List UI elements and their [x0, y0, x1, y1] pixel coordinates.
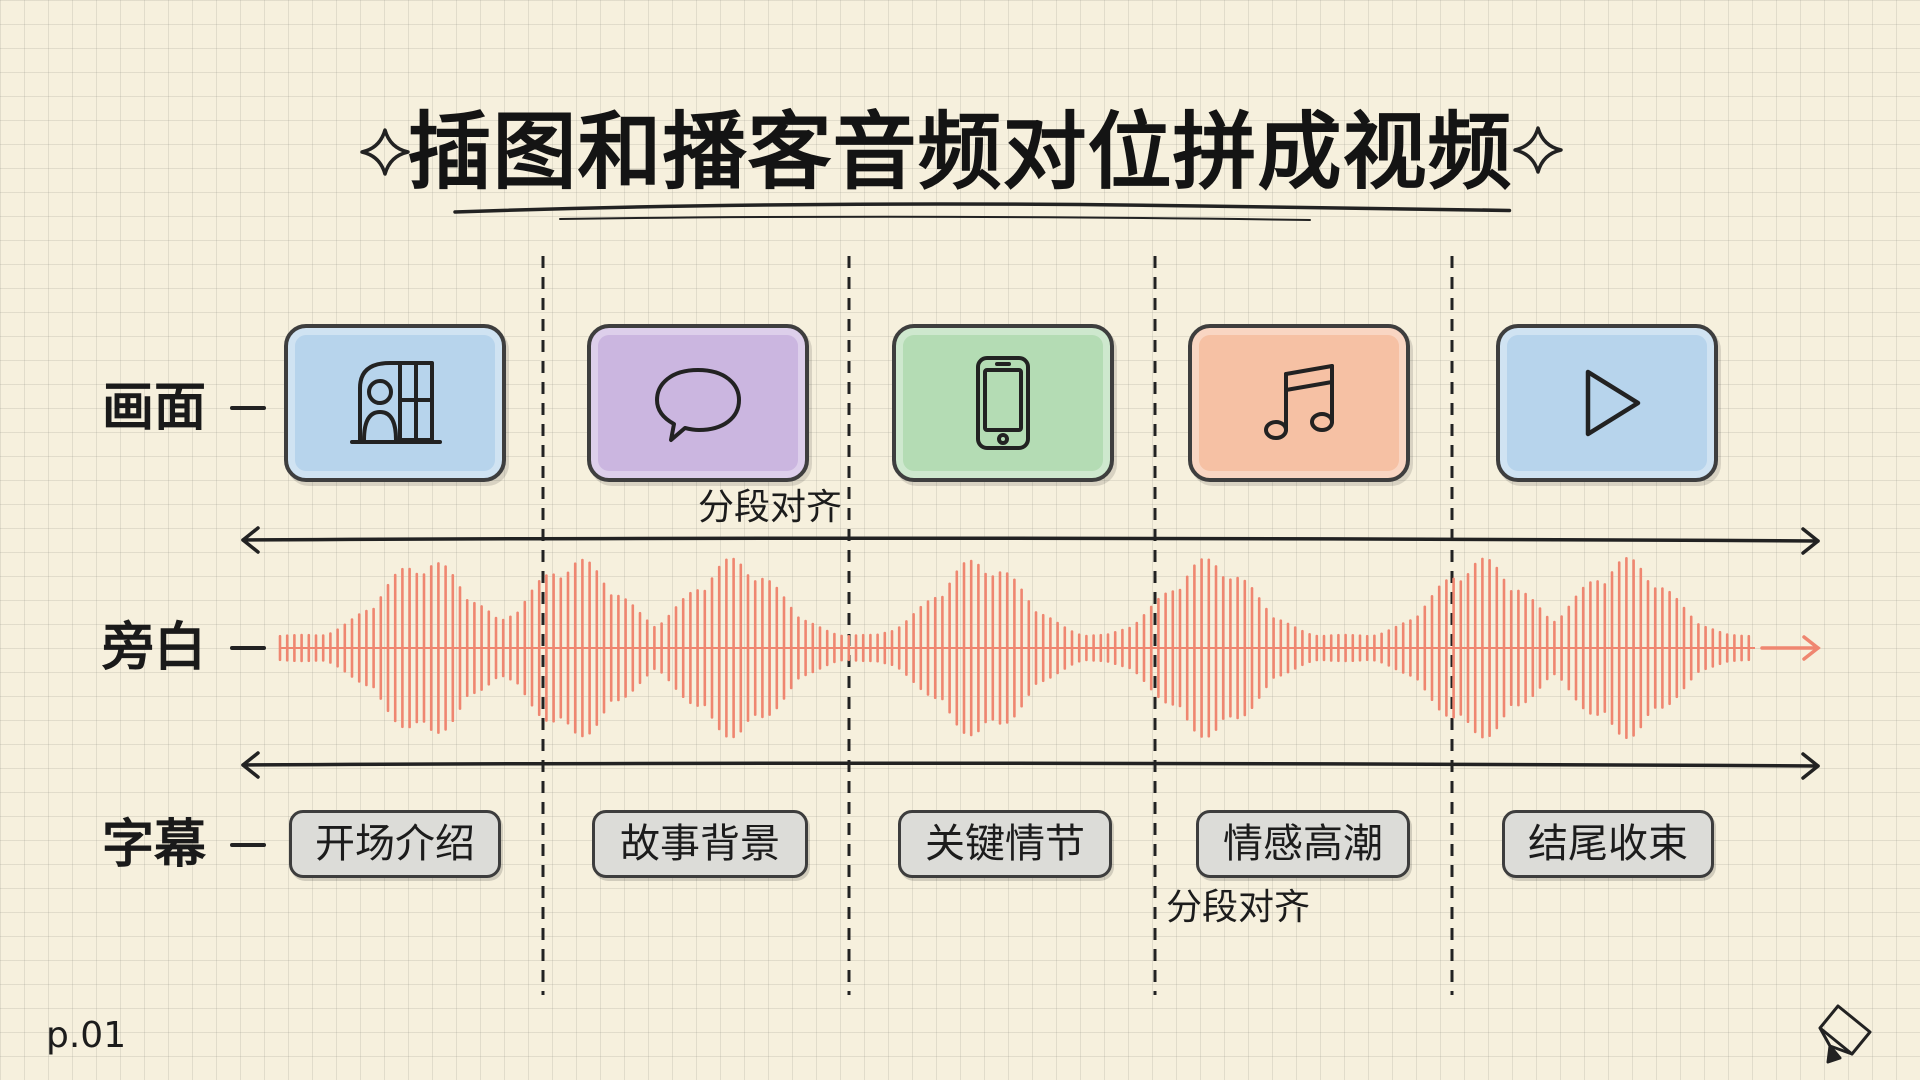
subtitle-chip-1: 开场介绍: [289, 810, 501, 878]
segment-dividers: [541, 256, 1454, 995]
row-label-visuals: 画面: [102, 378, 207, 438]
visual-tile-2: [587, 324, 809, 482]
sparkle-left-icon: [360, 128, 410, 176]
portrait-window-icon: [350, 361, 442, 444]
visual-tile-3: [892, 324, 1114, 482]
subtitle-chip-3: 关键情节: [898, 810, 1112, 878]
page-number: p.01: [46, 1015, 127, 1056]
visual-tile-1: [284, 324, 506, 482]
title-underline: [453, 202, 1512, 214]
speech-bubble-icon: [655, 368, 741, 442]
subtitle-chip-4: 情感高潮: [1196, 810, 1410, 878]
waveform-arrow-icon: [1760, 635, 1821, 661]
music-note-icon: [1264, 364, 1334, 440]
sparkle-right-icon: [1513, 126, 1563, 174]
title-underline-2: [559, 215, 1311, 221]
annotation-segment-align-bottom: 分段对齐: [1166, 887, 1311, 928]
row-label-subtitles: 字幕: [102, 815, 207, 875]
narration-waveform: [278, 556, 1755, 740]
subtitle-chip-5: 结尾收束: [1502, 810, 1714, 878]
page-title: 插图和播客音频对位拼成视频: [407, 103, 1513, 201]
visual-tile-4: [1188, 324, 1410, 482]
play-icon: [1585, 369, 1641, 437]
timeline-arrow-bottom: [241, 751, 1820, 780]
annotation-segment-align-top: 分段对齐: [698, 487, 843, 528]
pencil-icon: [1818, 1004, 1872, 1064]
visual-tile-5: [1496, 324, 1718, 482]
subtitle-chip-2: 故事背景: [592, 810, 808, 878]
timeline-arrow-top: [241, 526, 1820, 555]
smartphone-icon: [976, 356, 1030, 450]
row-label-narration: 旁白: [102, 618, 207, 678]
